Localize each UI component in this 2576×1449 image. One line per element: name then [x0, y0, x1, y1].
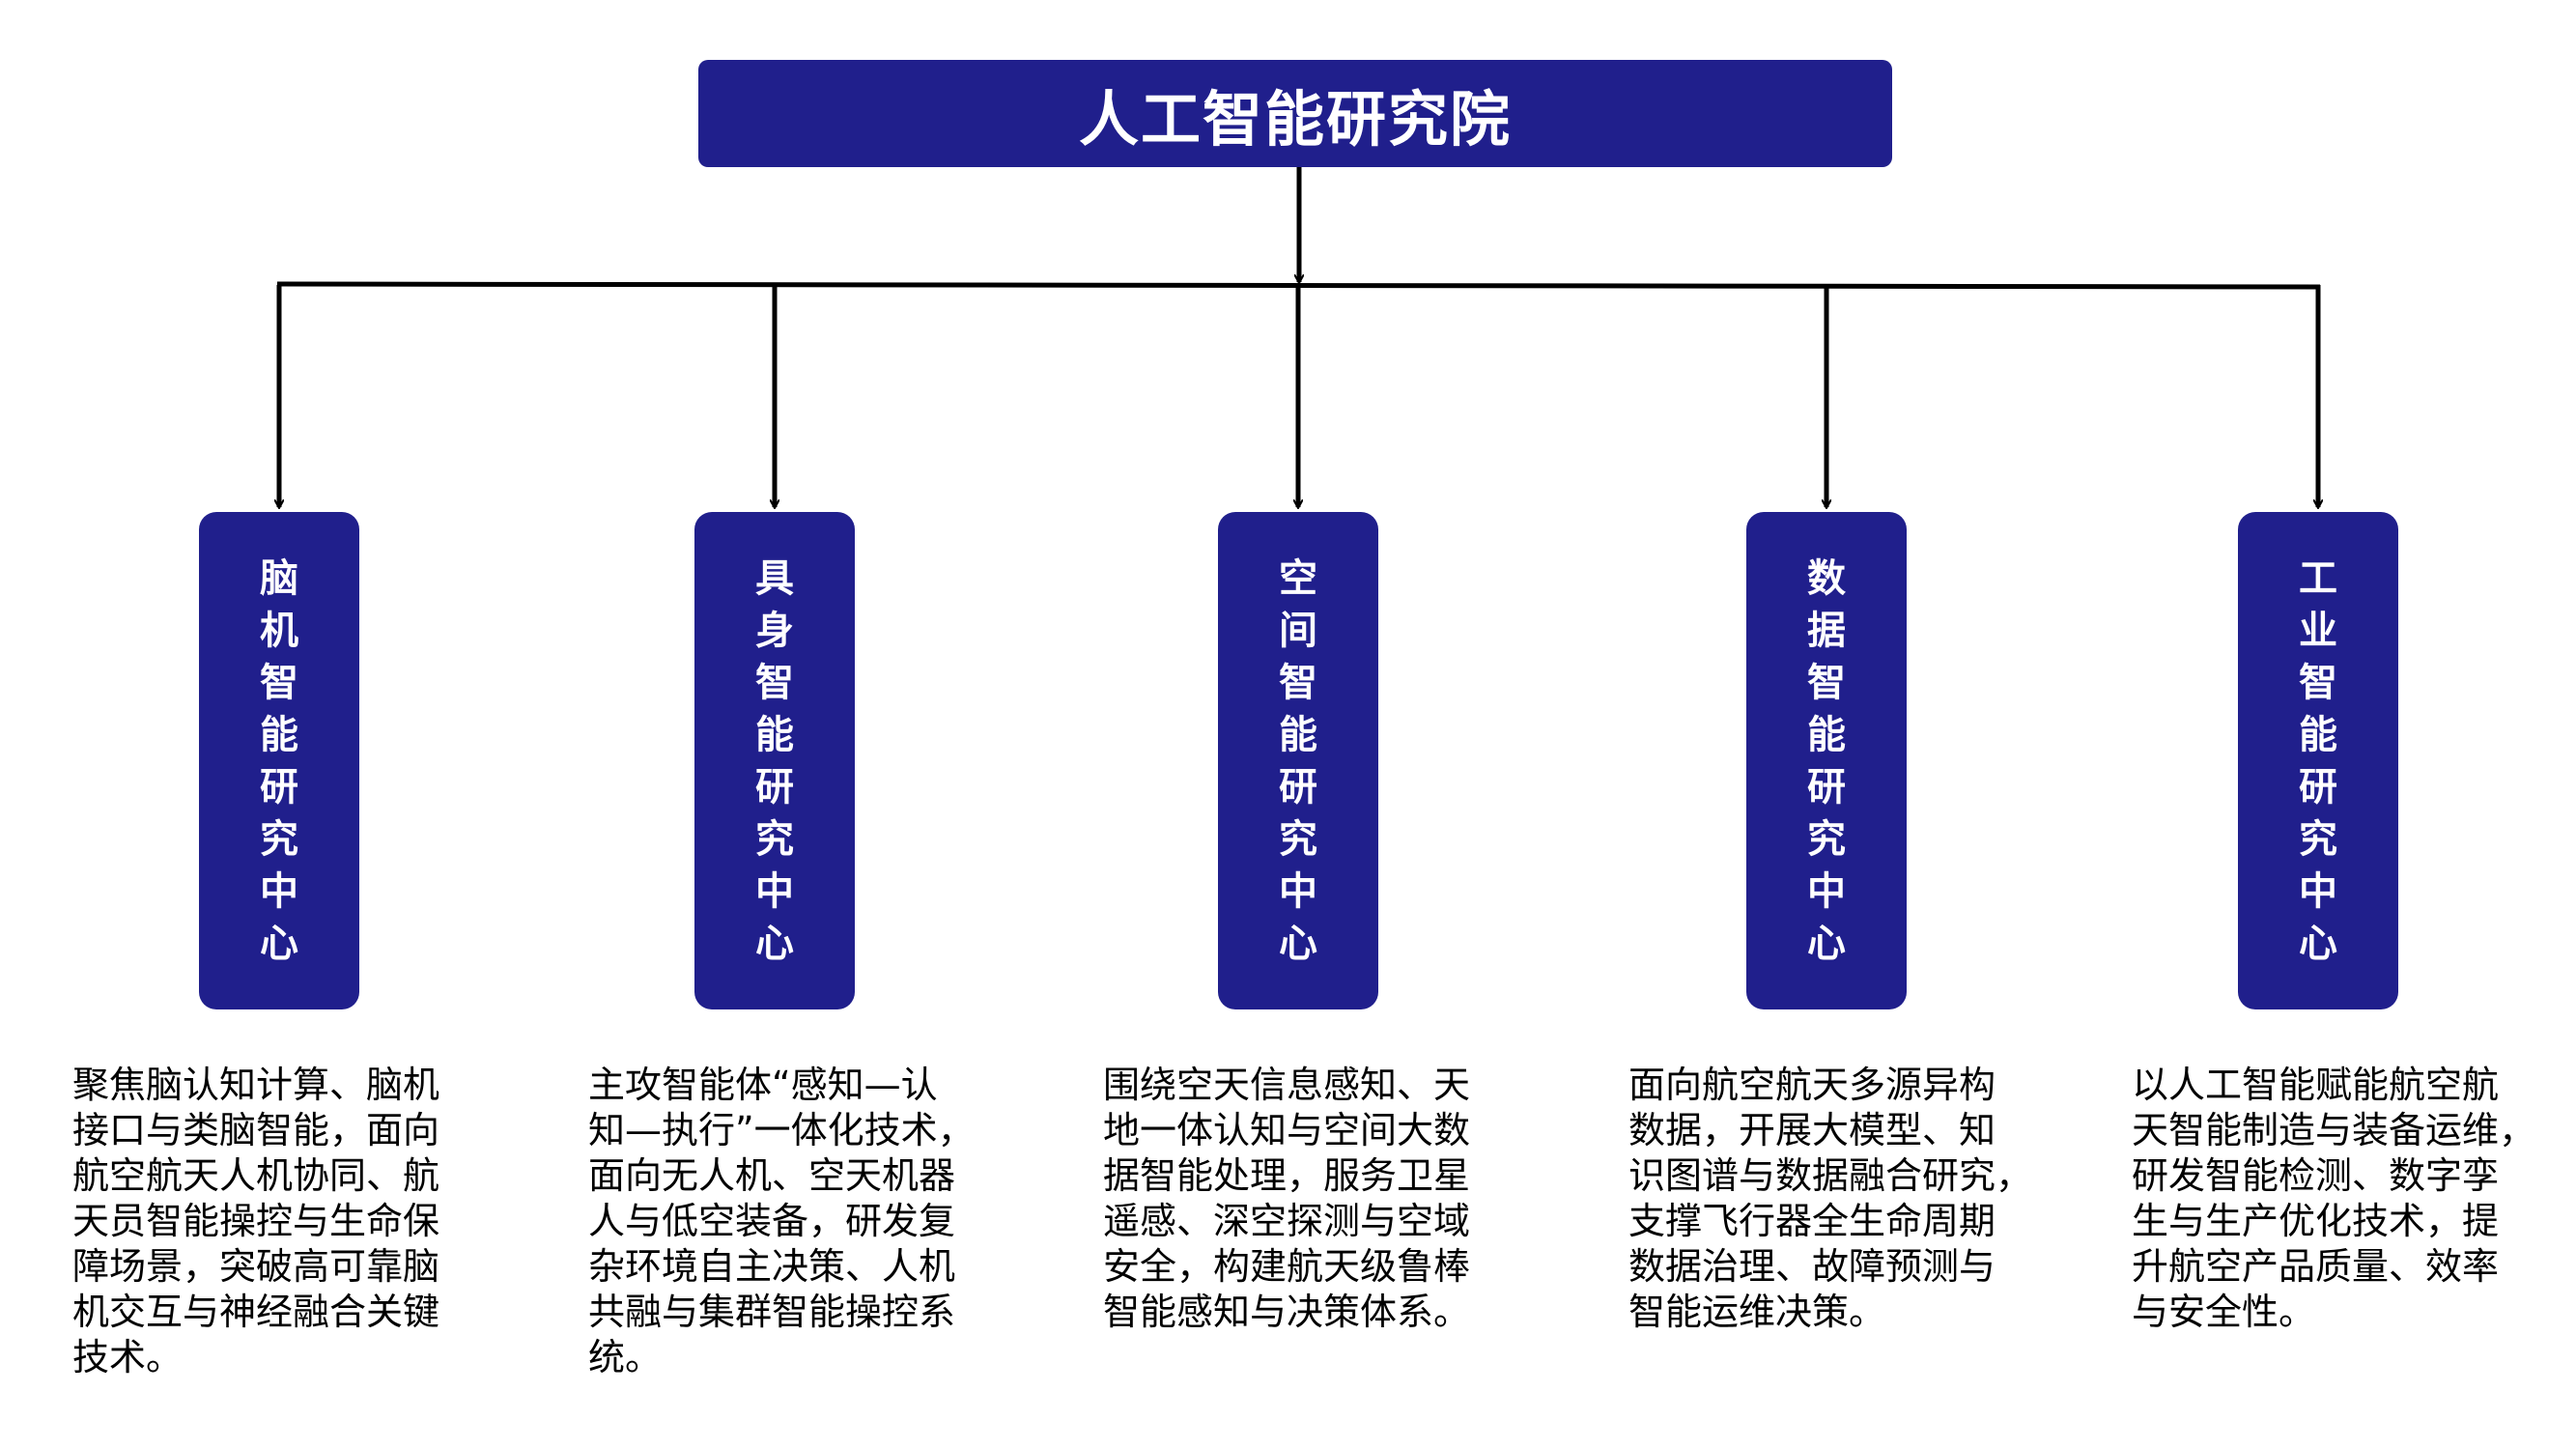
center-box: 具身智能研究中心: [694, 512, 855, 1009]
center-name-char: 研: [1807, 764, 1846, 810]
center-name-char: 究: [755, 816, 794, 862]
center-name-char: 中: [2299, 868, 2337, 914]
description-line: 与安全性。: [2132, 1291, 2316, 1333]
center-name-char: 智: [260, 660, 298, 705]
center-name-char: 心: [755, 921, 794, 966]
center-name-char: 究: [1807, 816, 1846, 862]
center-name-char: 心: [1807, 921, 1846, 966]
description-line: 面向航空航天多源异构: [1628, 1064, 1996, 1106]
center-name-char: 工: [2299, 555, 2337, 601]
description-line: 统。: [588, 1336, 663, 1378]
description-line: 航空航天人机协同、航: [72, 1154, 440, 1197]
description-line: 围绕空天信息感知、天: [1103, 1064, 1471, 1106]
description-line: 聚焦脑认知计算、脑机: [72, 1064, 440, 1106]
description-line: 天员智能操控与生命保: [72, 1200, 440, 1242]
description-line: 智能感知与决策体系。: [1103, 1291, 1471, 1333]
center-name-char: 心: [1279, 921, 1317, 966]
center-name-char: 心: [2299, 921, 2337, 966]
description-line: 数据，开展大模型、知: [1628, 1109, 1996, 1151]
institute-title: 人工智能研究院: [698, 60, 1892, 167]
center-name-char: 间: [1279, 608, 1317, 653]
description-line: 人与低空装备，研发复: [588, 1200, 956, 1242]
description-line: 以人工智能赋能航空航: [2132, 1064, 2500, 1106]
center-name-char: 身: [755, 608, 794, 653]
center-name-char: 中: [1807, 868, 1846, 914]
center-name-char: 中: [260, 868, 298, 914]
description-line: 遥感、深空探测与空域: [1103, 1200, 1471, 1242]
description-line: 支撑飞行器全生命周期: [1628, 1200, 1996, 1242]
description-line: 安全，构建航天级鲁棒: [1103, 1245, 1471, 1288]
description-line: 障场景，突破高可靠脑: [72, 1245, 440, 1288]
center-name-char: 究: [2299, 816, 2337, 862]
description-line: 机交互与神经融合关键: [72, 1291, 440, 1333]
description-line: 据智能处理，服务卫星: [1103, 1154, 1471, 1197]
description-line: 生与生产优化技术，提: [2132, 1200, 2500, 1242]
center-name-char: 心: [260, 921, 298, 966]
description-line: 地一体认知与空间大数: [1103, 1109, 1471, 1151]
center-description: 面向航空航天多源异构数据，开展大模型、知识图谱与数据融合研究，支撑飞行器全生命周…: [1628, 1063, 2032, 1335]
center-name-char: 研: [755, 764, 794, 810]
description-line: 面向无人机、空天机器: [588, 1154, 956, 1197]
description-line: 识图谱与数据融合研究，: [1628, 1154, 2033, 1197]
center-name-char: 智: [1807, 660, 1846, 705]
center-box: 数据智能研究中心: [1746, 512, 1907, 1009]
description-line: 共融与集群智能操控系: [588, 1291, 956, 1333]
description-line: 主攻智能体“感知—认: [588, 1064, 938, 1106]
center-name-char: 智: [2299, 660, 2337, 705]
center-name-char: 中: [1279, 868, 1317, 914]
center-name-char: 能: [755, 712, 794, 757]
center-description: 以人工智能赋能航空航天智能制造与装备运维，研发智能检测、数字孪生与生产优化技术，…: [2132, 1063, 2535, 1335]
center-name-char: 据: [1807, 608, 1846, 653]
center-box: 脑机智能研究中心: [199, 512, 359, 1009]
center-name-char: 智: [1279, 660, 1317, 705]
description-line: 接口与类脑智能，面向: [72, 1109, 440, 1151]
description-line: 技术。: [72, 1336, 184, 1378]
description-line: 智能运维决策。: [1628, 1291, 1886, 1333]
description-line: 知—执行”一体化技术，: [588, 1109, 975, 1151]
center-name-char: 能: [1279, 712, 1317, 757]
center-name-char: 智: [755, 660, 794, 705]
center-box: 工业智能研究中心: [2238, 512, 2398, 1009]
center-name-char: 能: [260, 712, 298, 757]
center-name-char: 中: [755, 868, 794, 914]
description-line: 研发智能检测、数字孪: [2132, 1154, 2500, 1197]
description-line: 升航空产品质量、效率: [2132, 1245, 2500, 1288]
center-name-char: 究: [260, 816, 298, 862]
center-name-char: 数: [1807, 555, 1846, 601]
center-name-char: 具: [755, 555, 794, 601]
center-name-char: 研: [2299, 764, 2337, 810]
center-name-char: 业: [2299, 608, 2337, 653]
center-description: 围绕空天信息感知、天地一体认知与空间大数据智能处理，服务卫星遥感、深空探测与空域…: [1103, 1063, 1470, 1335]
center-name-char: 机: [260, 608, 298, 653]
center-name-char: 究: [1279, 816, 1317, 862]
center-name-char: 脑: [260, 555, 298, 601]
description-line: 天智能制造与装备运维，: [2132, 1109, 2536, 1151]
center-name-char: 能: [2299, 712, 2337, 757]
center-name-char: 能: [1807, 712, 1846, 757]
center-name-char: 研: [260, 764, 298, 810]
center-description: 聚焦脑认知计算、脑机接口与类脑智能，面向航空航天人机协同、航天员智能操控与生命保…: [72, 1063, 439, 1380]
center-box: 空间智能研究中心: [1218, 512, 1378, 1009]
center-name-char: 研: [1279, 764, 1317, 810]
center-description: 主攻智能体“感知—认知—执行”一体化技术，面向无人机、空天机器人与低空装备，研发…: [588, 1063, 975, 1380]
center-name-char: 空: [1279, 555, 1317, 601]
description-line: 杂环境自主决策、人机: [588, 1245, 956, 1288]
description-line: 数据治理、故障预测与: [1628, 1245, 1996, 1288]
